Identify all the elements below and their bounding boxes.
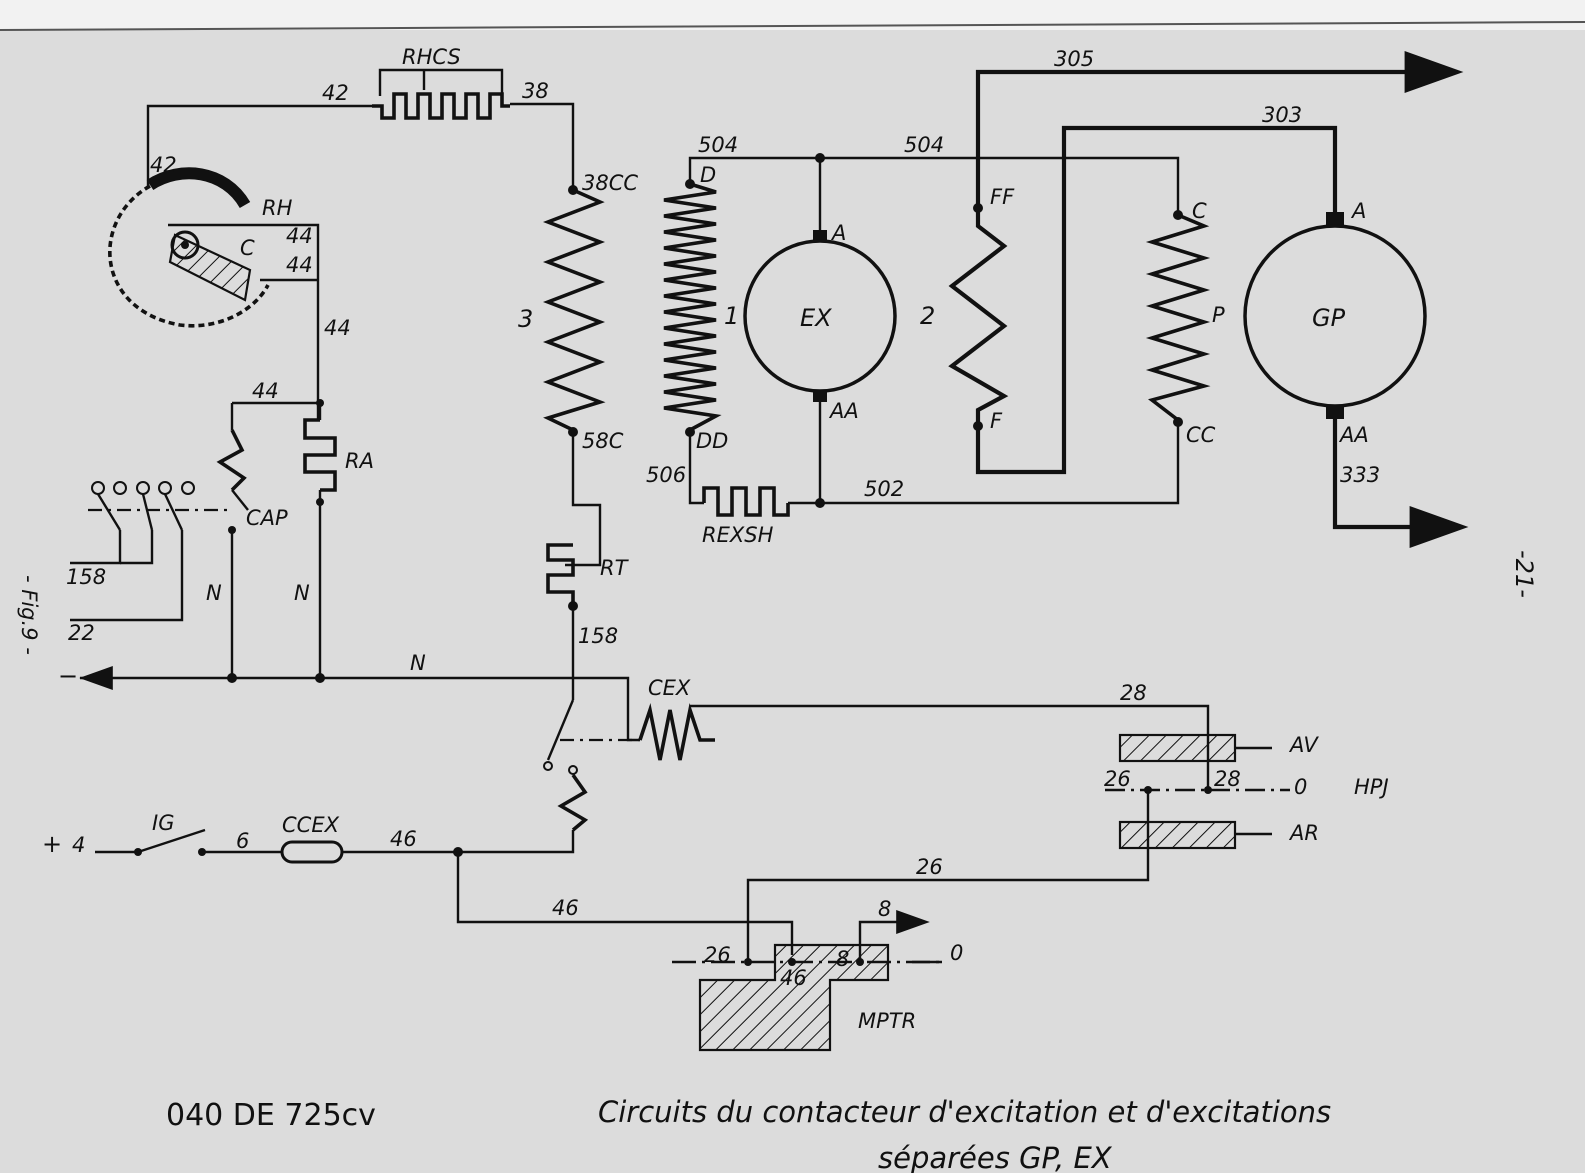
rexsh-resistor: [688, 422, 1180, 517]
gp-terminal-aa: AA: [1338, 423, 1369, 447]
wire-333: 333: [1340, 463, 1380, 487]
caption-title-2: séparées GP, EX: [878, 1141, 1113, 1173]
wire-44-b: 44: [286, 253, 313, 277]
hpj-av: AV: [1288, 733, 1319, 757]
wire-504-b: 504: [904, 133, 944, 157]
wire-504-a: 504: [698, 133, 738, 157]
caption-title-1: Circuits du contacteur d'excitation et d…: [598, 1095, 1331, 1129]
wire-158-b: 158: [66, 565, 106, 589]
terminal-dd: DD: [696, 429, 728, 453]
ccex-label: CCEX: [282, 813, 340, 837]
rh-rheostat: [108, 167, 320, 420]
gp-machine: [1243, 212, 1469, 548]
wire-6: 6: [236, 829, 249, 853]
terminal-p: P: [1212, 303, 1225, 327]
ex-machine: [743, 158, 897, 503]
field-2-coil: [948, 208, 1009, 426]
rt-resistor: [546, 432, 602, 700]
terminal-cc: CC: [1186, 423, 1216, 447]
terminal-c: C: [1192, 199, 1207, 223]
wire-46-a: 46: [390, 827, 417, 851]
terminal-38cc: 38CC: [582, 171, 638, 195]
wire-22: 22: [68, 621, 95, 645]
ex-terminal-aa: AA: [828, 399, 859, 423]
wire-n-2: N: [294, 581, 310, 605]
wire-504: [688, 156, 1180, 215]
cex-label: CEX: [648, 676, 691, 700]
rhcs-resistor: [146, 68, 575, 190]
page-number: -21-: [1510, 550, 1538, 598]
wire-46-to-mptr: [456, 852, 794, 955]
wire-158-a: 158: [578, 624, 618, 648]
page-top-border: [0, 21, 1585, 31]
wire-26-c: 26: [704, 943, 731, 967]
rh-c-label: C: [240, 236, 255, 260]
gp-label: GP: [1312, 304, 1346, 332]
mptr-0: 0: [950, 941, 963, 965]
minus-terminal: −: [58, 662, 78, 690]
terminal-f: F: [990, 409, 1003, 433]
rexsh-label: REXSH: [702, 523, 774, 547]
wire-4: 4: [72, 833, 85, 857]
wire-38: 38: [522, 79, 549, 103]
ig-label: IG: [152, 811, 174, 835]
field-1-coil: [663, 182, 722, 432]
wire-44-d: 44: [252, 379, 279, 403]
wire-46-b: 46: [552, 896, 579, 920]
wire-303: 303: [1262, 103, 1302, 127]
ex-label: EX: [800, 304, 832, 332]
wire-506: 506: [646, 463, 686, 487]
ra-resistor: [232, 399, 337, 683]
wire-42-a: 42: [322, 81, 349, 105]
rt-label: RT: [600, 556, 630, 580]
wire-502: 502: [864, 477, 904, 501]
wire-28-b: 28: [1214, 767, 1241, 791]
ex-terminal-a: A: [830, 221, 846, 245]
wire-n-1: N: [206, 581, 222, 605]
wire-28-a: 28: [1120, 681, 1147, 705]
field-1-label: 1: [724, 302, 739, 330]
terminal-58c: 58C: [582, 429, 624, 453]
hpj-0: 0: [1294, 775, 1307, 799]
hpj-switch: [746, 733, 1290, 962]
ig-switch: [95, 828, 282, 856]
gp-terminal-a: A: [1350, 199, 1366, 223]
field-p-coil: [1145, 213, 1211, 422]
wire-n-3: N: [410, 651, 426, 675]
plus-terminal: +: [42, 830, 62, 858]
ra-label: RA: [345, 449, 374, 473]
wire-44-c: 44: [324, 316, 351, 340]
terminal-d: D: [700, 163, 716, 187]
wire-8-a: 8: [878, 897, 891, 921]
cap-label: CAP: [246, 506, 288, 530]
wire-46-c: 46: [780, 966, 807, 990]
mptr-label: MPTR: [858, 1009, 916, 1033]
wire-305: 305: [1054, 47, 1094, 71]
ccex-fuse: [280, 840, 344, 864]
mptr-switch: [672, 910, 942, 1052]
field-2-label: 2: [920, 302, 935, 330]
rhcs-label: RHCS: [402, 45, 461, 69]
wire-44-a: 44: [286, 224, 313, 248]
wire-303-line: [975, 125, 1338, 475]
wire-8-b: 8: [836, 947, 849, 971]
wire-26-b: 26: [916, 855, 943, 879]
cex-contactor: [80, 676, 1210, 854]
wire-26-a: 26: [1104, 767, 1131, 791]
locomotive-label: 040 DE 725cv: [166, 1098, 376, 1133]
hpj-label: HPJ: [1354, 775, 1389, 799]
wire-305-line: [975, 51, 1464, 208]
terminal-ff: FF: [990, 185, 1015, 209]
figure-label: - Fig.9 -: [17, 575, 41, 655]
terminal-cc-dot: [1173, 417, 1183, 427]
rh-label: RH: [262, 196, 293, 220]
cap-contactor: [70, 403, 249, 683]
field-3-label: 3: [518, 305, 533, 333]
wire-42-b: 42: [150, 153, 177, 177]
hpj-ar: AR: [1288, 821, 1319, 845]
field-3-coil: [542, 188, 606, 432]
